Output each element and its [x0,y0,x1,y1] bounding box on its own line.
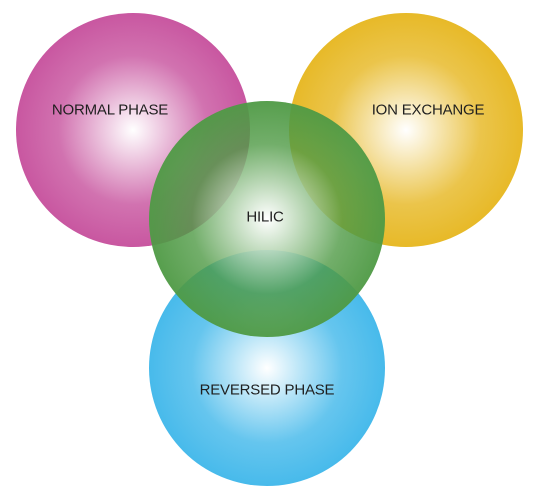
hilic-label: HILIC [246,208,284,226]
hilic-circle [149,101,385,337]
normal-phase-label: NORMAL PHASE [51,101,169,119]
ion-exchange-label: ION EXCHANGE [371,101,485,119]
reversed-phase-label: REVERSED PHASE [199,381,335,399]
